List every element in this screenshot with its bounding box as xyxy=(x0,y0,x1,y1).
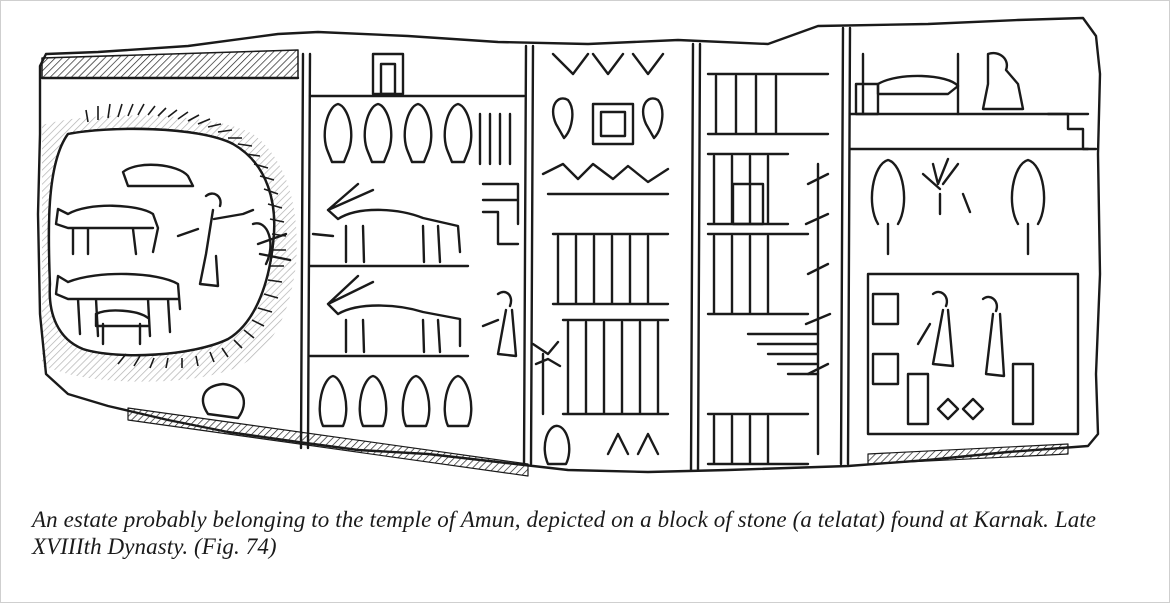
colonnade-lower xyxy=(561,318,670,416)
cow-standing-1 xyxy=(54,204,160,256)
divider-2b xyxy=(529,44,535,466)
tree-row-top xyxy=(323,102,473,164)
antelope-upper xyxy=(311,182,462,264)
pool xyxy=(591,102,635,146)
bushes-bottom-3 xyxy=(543,424,660,466)
divider-4 xyxy=(839,26,845,466)
figure-right-2 xyxy=(981,295,1006,378)
divider-2 xyxy=(522,44,528,466)
pots-right xyxy=(936,397,985,421)
divider-3b xyxy=(696,42,702,472)
colonnade-upper xyxy=(551,232,670,306)
divider-3 xyxy=(689,42,695,472)
pond xyxy=(201,382,245,420)
columns-top xyxy=(706,72,830,136)
tree-right-2 xyxy=(1010,158,1046,256)
cow-resting xyxy=(121,163,195,188)
plant-right xyxy=(921,157,972,216)
figure-caption: An estate probably belonging to the temp… xyxy=(32,507,1097,559)
palm-tree-left xyxy=(531,340,562,416)
planter-row-top xyxy=(551,52,665,76)
reclining-animal xyxy=(876,74,960,96)
shrine xyxy=(731,182,765,226)
tree-column-right xyxy=(804,162,832,456)
seated-animal-statue xyxy=(981,51,1025,111)
columns-mid xyxy=(706,152,790,226)
stairs-right xyxy=(1046,112,1098,151)
columns-bottom xyxy=(706,412,810,466)
bottom-right-hatched xyxy=(867,443,1069,465)
stairs-panel2 xyxy=(481,182,520,246)
telatat-relief-drawing xyxy=(28,14,1108,490)
doorway-top xyxy=(371,52,405,96)
bush-pair-top xyxy=(551,97,664,140)
calf xyxy=(94,309,150,346)
garden-plants xyxy=(541,162,670,196)
tree-row-bottom xyxy=(318,374,473,428)
top-left-hatched-band xyxy=(41,49,299,79)
grass-fringe xyxy=(85,103,287,369)
herdsman xyxy=(176,192,255,288)
table-offerings xyxy=(854,82,880,116)
inner-room xyxy=(866,272,1080,436)
divider-1 xyxy=(299,52,305,450)
antelope-lower xyxy=(326,274,462,354)
figure-right-1 xyxy=(916,290,955,368)
pillars-panel2 xyxy=(478,112,512,166)
tree-right-1 xyxy=(870,158,906,256)
gardener-figure xyxy=(481,290,518,358)
divider-1b xyxy=(306,52,312,450)
columns-lower xyxy=(706,232,810,316)
chests-right xyxy=(871,292,1035,426)
stairs-panel4 xyxy=(746,332,820,376)
bottom-hatched-band xyxy=(127,407,529,477)
enclosure-fill xyxy=(47,127,276,357)
divider-4b xyxy=(846,26,852,466)
